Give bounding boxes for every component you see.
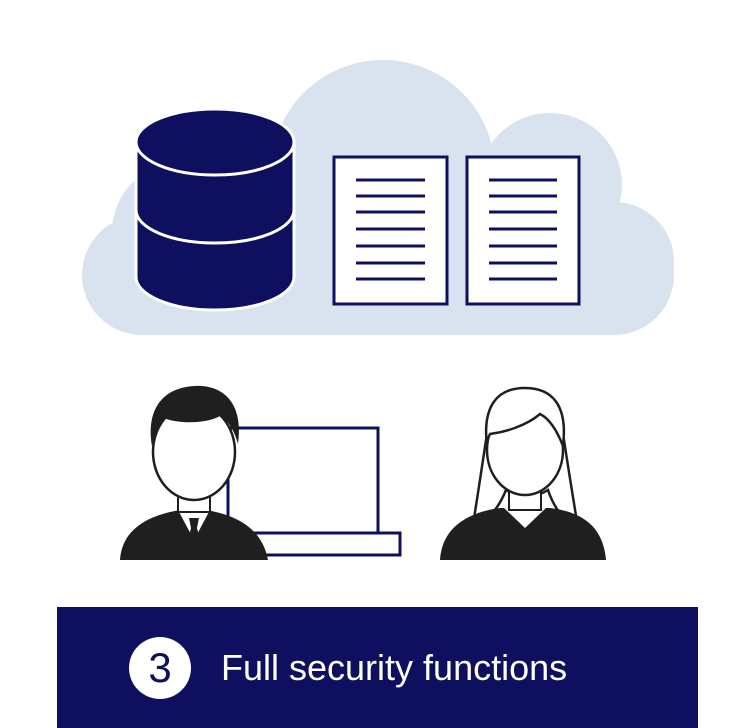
step-title: Full security functions bbox=[221, 647, 568, 688]
woman-icon bbox=[440, 386, 606, 560]
illustration bbox=[82, 60, 674, 560]
document-icon bbox=[332, 155, 449, 306]
laptop-icon bbox=[226, 426, 402, 557]
man-icon bbox=[120, 385, 268, 560]
document-icon bbox=[465, 155, 581, 306]
step-number-badge: 3 bbox=[129, 637, 191, 699]
database-icon bbox=[134, 107, 296, 312]
